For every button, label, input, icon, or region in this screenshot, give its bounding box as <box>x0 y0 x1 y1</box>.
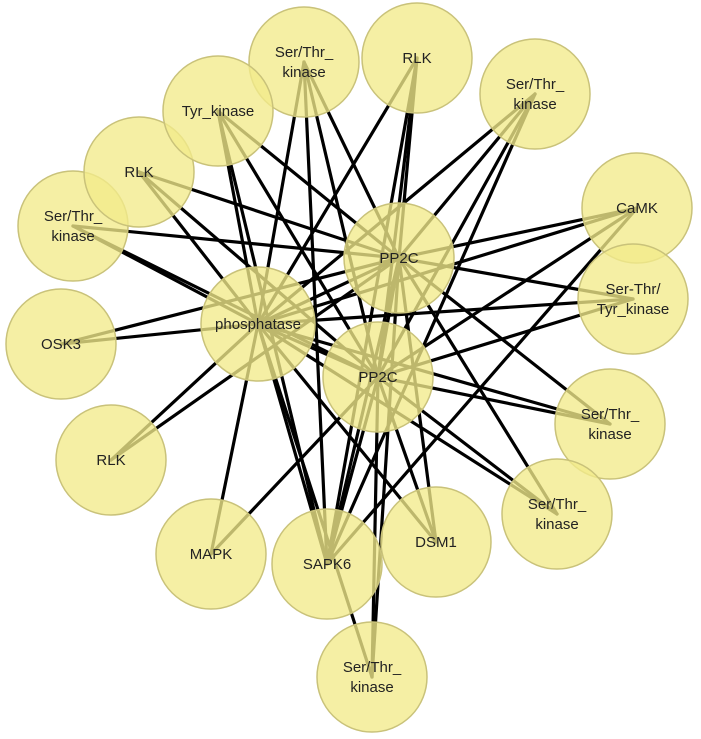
node-circle <box>361 2 473 114</box>
node-label: Ser/Thr_ <box>44 208 103 225</box>
node-circle <box>200 266 316 382</box>
node-label: OSK3 <box>41 336 81 353</box>
node-label: Ser/Thr_ <box>343 659 402 676</box>
node-label: phosphatase <box>215 316 301 333</box>
node-mapk: MAPK <box>155 498 267 610</box>
node-pp2c_upper: PP2C <box>343 202 455 314</box>
node-label: Tyr_kinase <box>182 103 255 120</box>
node-label: kinase <box>350 679 393 696</box>
edge-rlk_top-sapk6 <box>325 56 419 566</box>
node-label: kinase <box>282 64 325 81</box>
node-rlk_lower_left: RLK <box>55 404 167 516</box>
node-rlk_top: RLK <box>361 2 473 114</box>
node-camk: CaMK <box>581 152 693 264</box>
node-label: RLK <box>402 50 431 67</box>
edge-ser_thr_top-sapk6 <box>302 60 329 566</box>
node-label: PP2C <box>379 250 418 267</box>
node-label: Tyr_kinase <box>597 301 670 318</box>
node-label: Ser/Thr_ <box>581 406 640 423</box>
node-sapk6: SAPK6 <box>271 508 383 620</box>
node-label: Ser/Thr_ <box>528 496 587 513</box>
node-phosphatase: phosphatase <box>200 266 316 382</box>
node-osk3: OSK3 <box>5 288 117 400</box>
node-circle <box>343 202 455 314</box>
node-pp2c_lower: PP2C <box>322 321 434 433</box>
node-label: kinase <box>535 516 578 533</box>
node-label: kinase <box>588 426 631 443</box>
node-circle <box>554 368 666 480</box>
node-circle <box>55 404 167 516</box>
node-label: Ser/Thr_ <box>506 76 565 93</box>
node-ser_thr_bottom: Ser/Thr_kinase <box>316 621 428 733</box>
node-label: CaMK <box>616 200 658 217</box>
node-rlk_left: RLK <box>83 116 195 228</box>
node-circle <box>316 621 428 733</box>
node-ser_thr_lower_right: Ser/Thr_kinase <box>501 458 613 570</box>
node-label: MAPK <box>190 546 233 563</box>
edge-ser_thr_upper_right-sapk6 <box>325 92 537 566</box>
node-label: RLK <box>96 452 125 469</box>
node-ser_thr_upper_right: Ser/Thr_kinase <box>479 38 591 150</box>
node-circle <box>155 498 267 610</box>
node-ser_thr_right: Ser/Thr_kinase <box>554 368 666 480</box>
node-ser_thr_tyr: Ser-Thr/Tyr_kinase <box>577 243 689 355</box>
node-circle <box>162 55 274 167</box>
node-circle <box>271 508 383 620</box>
node-label: PP2C <box>358 369 397 386</box>
node-circle <box>380 486 492 598</box>
node-ser_thr_top: Ser/Thr_kinase <box>248 6 360 118</box>
node-label: kinase <box>513 96 556 113</box>
node-label: RLK <box>124 164 153 181</box>
node-circle <box>479 38 591 150</box>
edge-ser_thr_tyr-phosphatase <box>256 297 635 326</box>
node-label: SAPK6 <box>303 556 351 573</box>
node-circle <box>322 321 434 433</box>
node-circle <box>83 116 195 228</box>
node-circle <box>248 6 360 118</box>
edge-ser_thr_bottom-phosphatase <box>256 322 374 679</box>
edge-ser_thr_right-phosphatase <box>256 322 612 426</box>
node-circle <box>501 458 613 570</box>
node-label: Ser-Thr/ <box>605 281 661 298</box>
node-label: DSM1 <box>415 534 457 551</box>
node-tyr_kinase: Tyr_kinase <box>162 55 274 167</box>
node-circle <box>5 288 117 400</box>
node-circle <box>577 243 689 355</box>
node-label: kinase <box>51 228 94 245</box>
node-layer: Ser/Thr_kinaseRLKSer/Thr_kinaseCaMKSer-T… <box>5 2 693 733</box>
node-label: Ser/Thr_ <box>275 44 334 61</box>
node-dsm1: DSM1 <box>380 486 492 598</box>
